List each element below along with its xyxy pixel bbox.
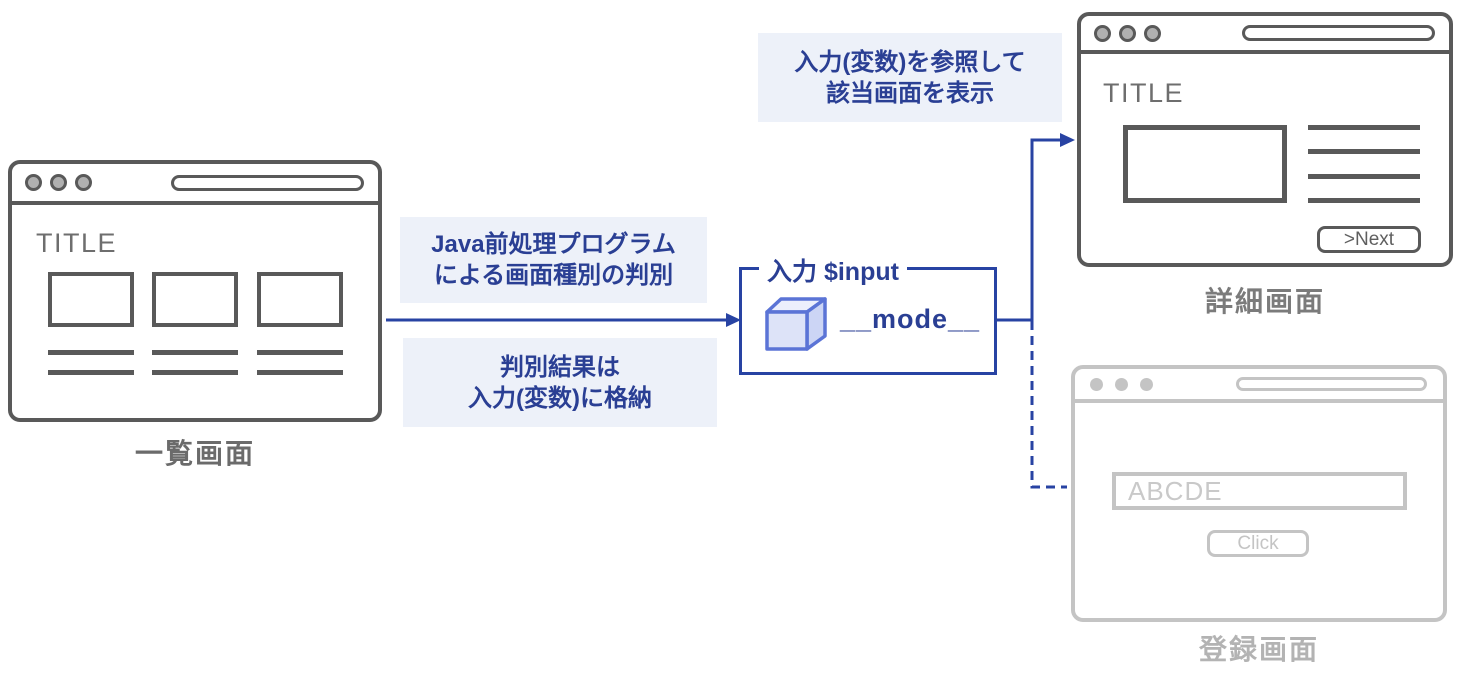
browser-topbar [12,164,378,205]
click-button: Click [1207,530,1309,557]
arrowhead-into-detail [1060,133,1075,147]
browser-topbar [1075,369,1443,403]
connector-input-to-register [1030,321,1067,489]
list-item-column [48,272,134,375]
window-dot-icon [1090,377,1103,391]
window-dot-icon [50,174,67,191]
next-button: >Next [1317,226,1421,253]
connector-input-to-detail [996,138,1060,322]
text-input: ABCDE [1112,472,1407,510]
screen-title: TITLE [1103,78,1185,108]
thumbnail-box [152,272,238,327]
content-box [1123,125,1287,203]
note-line: 入力(変数)に格納 [468,384,652,412]
window-dot-icon [1119,24,1136,42]
window-dot-icon [1115,377,1128,391]
address-bar [171,174,364,191]
list-screen-caption: 一覧画面 [134,438,255,469]
window-dot-icon [1144,24,1161,42]
window-dot-icon [1140,377,1153,391]
address-bar [1242,25,1435,41]
register-screen-caption: 登録画面 [1198,634,1319,665]
arrowhead-into-input [726,313,741,327]
window-dot-icon [25,174,42,191]
input-box-legend: 入力 $input [759,252,907,288]
detail-screen-window: TITLE >Next [1077,12,1453,267]
note-line: による画面種別の判別 [433,262,674,289]
cube-icon [765,297,827,351]
text-line [48,370,134,375]
list-item-column [152,272,238,375]
note-java-preprocess: Java前処理プログラム による画面種別の判別 [400,217,707,303]
text-line [152,370,238,375]
thumbnail-box [257,272,343,327]
note-refer-input: 入力(変数)を参照して 該当画面を表示 [758,33,1062,122]
screen-title: TITLE [36,228,118,258]
note-line: 判別結果は [500,353,620,381]
note-line: 入力(変数)を参照して [794,48,1026,76]
address-bar [1236,377,1427,391]
browser-topbar [1081,16,1449,54]
text-line [152,350,238,355]
text-line [1308,174,1420,179]
window-dot-icon [1094,24,1111,42]
list-screen-window: TITLE [8,160,382,422]
text-line [1308,125,1420,130]
text-line [257,350,343,355]
note-store-result: 判別結果は 入力(変数)に格納 [403,338,717,427]
text-line [1308,149,1420,154]
register-screen-window: ABCDE Click [1071,365,1447,622]
window-dot-icon [75,174,92,191]
mode-variable: __mode__ [840,304,981,334]
text-line [48,350,134,355]
note-line: 該当画面を表示 [826,79,994,107]
thumbnail-box [48,272,134,327]
list-item-column [257,272,343,375]
input-variable-box: 入力 $input __mode__ [739,252,997,375]
text-line [257,370,343,375]
text-line [1308,198,1420,203]
detail-screen-caption: 詳細画面 [1204,286,1325,317]
note-line: Java前処理プログラム [431,231,676,258]
